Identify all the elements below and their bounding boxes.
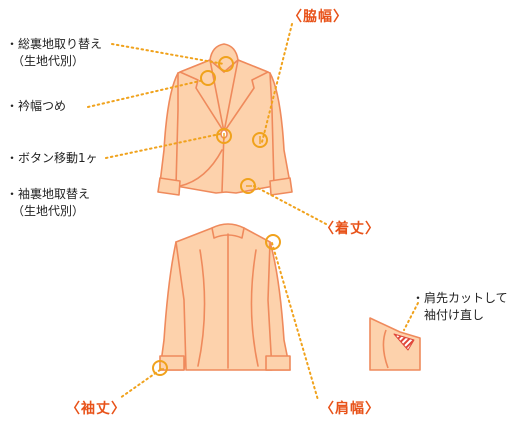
label-shoulder-cut: ・肩先カットして 袖付け直し (412, 290, 508, 324)
label-sleeve-lining: ・袖裏地取替え （生地代別） (6, 186, 90, 220)
label-button-move: ・ボタン移動1ヶ (6, 151, 98, 165)
markers (152, 56, 281, 376)
label-sleeve-lining-line2: （生地代別） (12, 204, 85, 218)
jacket-front (157, 43, 293, 196)
marker-jacket-length (240, 178, 256, 194)
label-total-lining-line1: ・総裏地取り替え (6, 37, 103, 51)
highlight-jacket-length: 〈着丈〉 (320, 221, 380, 237)
label-total-lining-line2: （生地代別） (12, 54, 85, 68)
label-shoulder-cut-line1: ・肩先カットして (412, 291, 508, 305)
marker-ticks (159, 133, 261, 370)
jacket-back (159, 223, 291, 371)
leader-lines (87, 23, 419, 401)
marker-collar-width (200, 70, 216, 86)
marker-total-lining (218, 56, 234, 72)
highlight-sleeve-length: 〈袖丈〉 (66, 401, 126, 417)
label-collar-width: ・衿幅つめ (6, 99, 67, 113)
shoulder-detail (369, 317, 421, 371)
highlight-side-width: 〈脇幅〉 (288, 9, 348, 25)
label-total-lining: ・総裏地取り替え （生地代別） (6, 36, 102, 70)
highlight-shoulder-width: 〈肩幅〉 (320, 401, 380, 417)
marker-shoulder-width (265, 234, 281, 250)
marker-side-width (252, 132, 268, 148)
label-sleeve-lining-line1: ・袖裏地取替え (6, 187, 91, 201)
marker-sleeve-length (152, 360, 168, 376)
label-shoulder-cut-line2: 袖付け直し (424, 308, 485, 322)
marker-button (216, 128, 232, 144)
